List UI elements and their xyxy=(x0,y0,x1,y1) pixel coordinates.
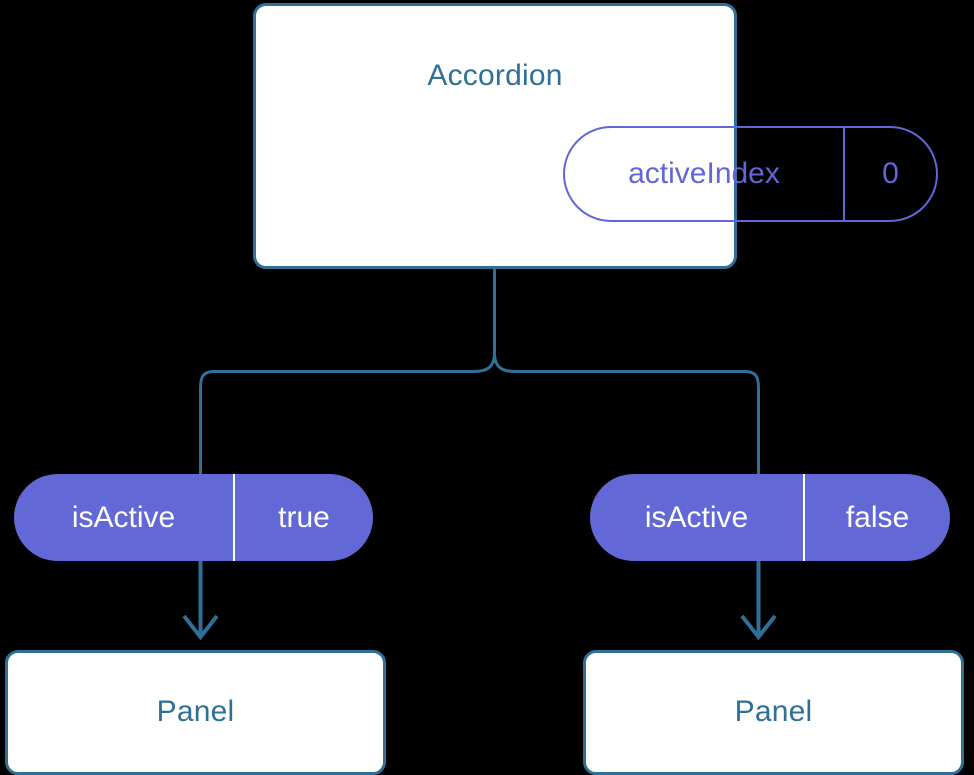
arrowhead-left-icon xyxy=(182,614,219,641)
prop-pill-isactive-false[interactable]: isActive false xyxy=(590,474,950,561)
component-node-panel-left[interactable]: Panel xyxy=(5,650,386,775)
component-node-accordion[interactable]: Accordion activeIndex 0 xyxy=(253,3,938,269)
panel-right-title: Panel xyxy=(734,695,813,728)
connector-fork-right xyxy=(493,352,760,474)
arrowhead-right-icon xyxy=(740,614,777,641)
component-node-panel-right[interactable]: Panel xyxy=(583,650,964,775)
accordion-title: Accordion xyxy=(427,59,563,92)
panel-left-title: Panel xyxy=(156,695,235,728)
prop-pill-isactive-true-value: true xyxy=(233,474,373,561)
prop-pill-isactive-false-key: isActive xyxy=(644,500,749,534)
state-pill-activeindex-value: 0 xyxy=(842,128,936,220)
prop-pill-isactive-false-value: false xyxy=(803,474,950,561)
prop-pill-isactive-true[interactable]: isActive true xyxy=(14,474,373,561)
prop-pill-isactive-true-key: isActive xyxy=(71,500,176,534)
state-pill-activeindex-key: activeIndex xyxy=(628,157,780,190)
state-pill-activeindex[interactable]: activeIndex 0 xyxy=(563,126,938,222)
connector-fork-left xyxy=(199,352,496,474)
